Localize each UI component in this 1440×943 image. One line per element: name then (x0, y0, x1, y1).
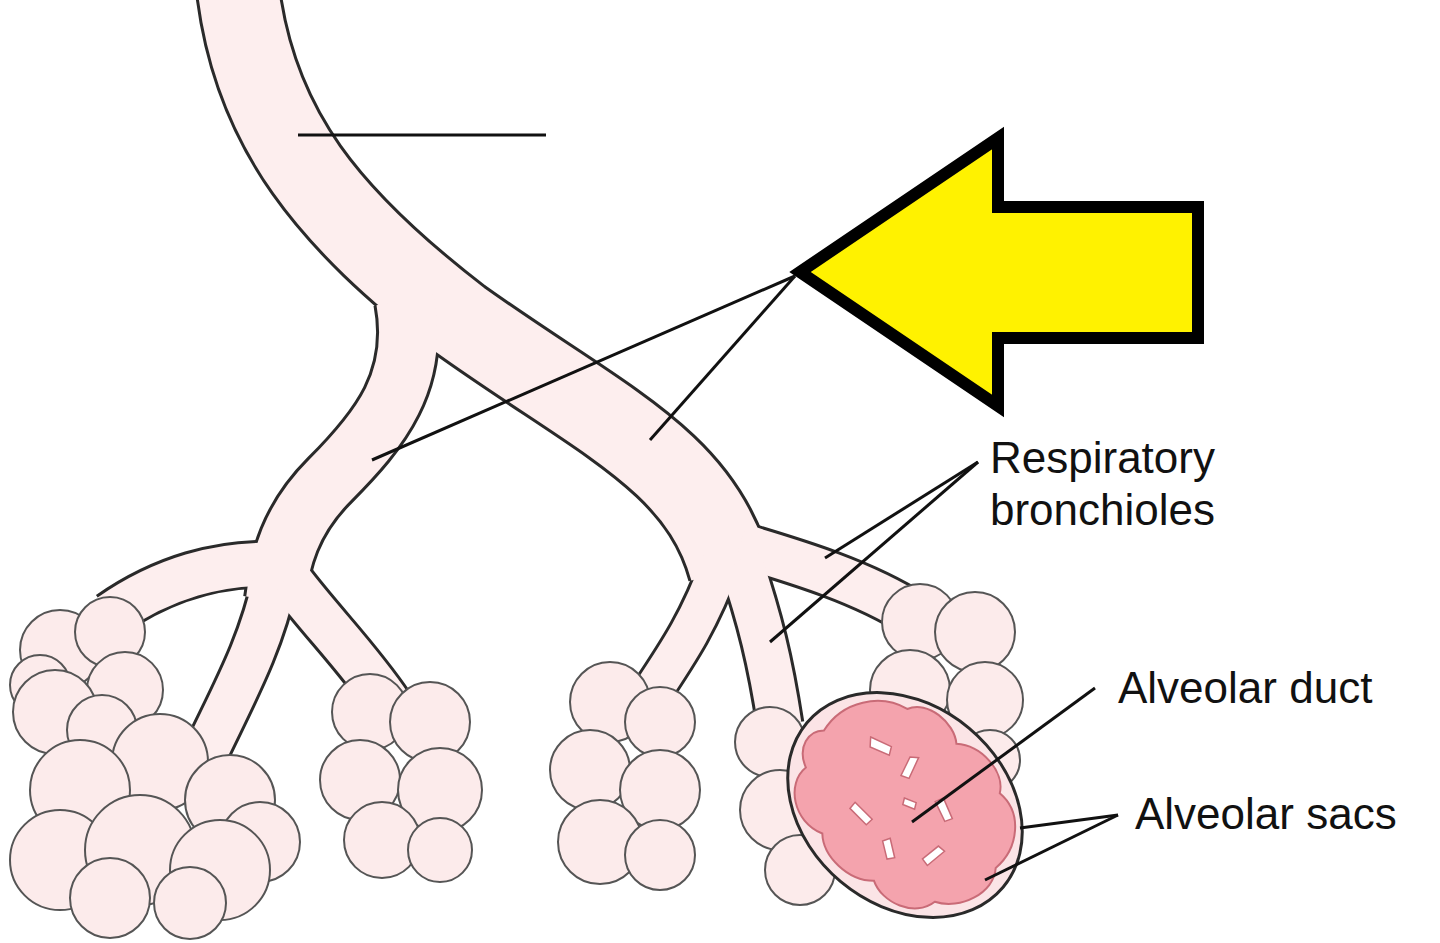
airway-outline (110, 0, 915, 765)
pointer-arrow (800, 138, 1198, 406)
part-label: Alveolar duct (1118, 662, 1438, 714)
part-label: Respiratory bronchioles (990, 432, 1270, 536)
cluster-d (550, 662, 700, 890)
cluster-c (320, 674, 482, 882)
cluster-b (10, 714, 300, 939)
part-label: Alveolar sacs (1135, 788, 1440, 840)
airway-fill (110, 0, 915, 765)
cutaway-sac (743, 646, 1068, 943)
